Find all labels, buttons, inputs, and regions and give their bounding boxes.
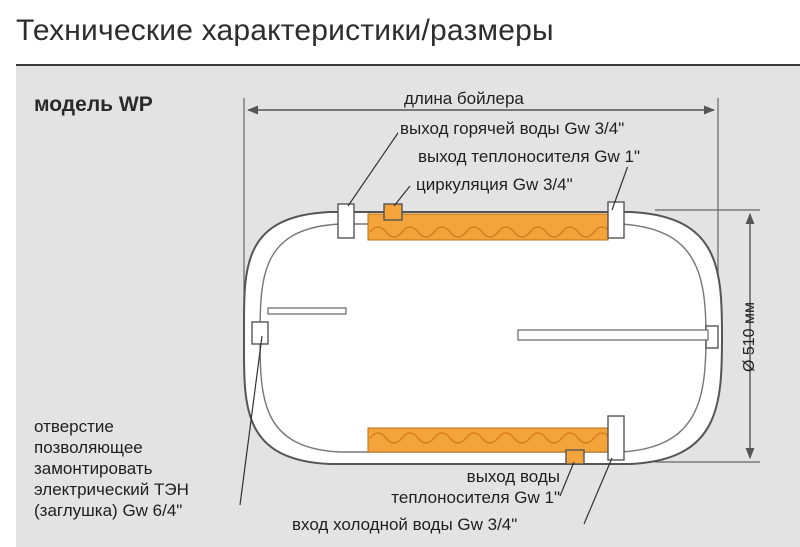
page-title: Технические характеристики/размеры (16, 14, 554, 47)
diameter-label: Ø 510 мм (741, 301, 758, 373)
diameter-dimension (655, 209, 760, 463)
hot-water-fitting (337, 203, 355, 239)
heater-opening-line-3: замонтировать (34, 459, 153, 478)
heater-plug (251, 321, 269, 345)
heater-opening-line-1: отверстие (34, 417, 114, 436)
heater-opening-line-2: позволяющее (34, 438, 143, 457)
title-divider (16, 64, 800, 66)
heater-opening-line-5: (заглушка) Gw 6/4" (34, 501, 183, 520)
cold-water-inlet-label: вход холодной воды Gw 3/4" (292, 515, 518, 534)
sensor-pipe-left (267, 307, 347, 315)
heater-opening-label: отверстие позволяющее замонтировать элек… (34, 416, 244, 521)
circulation-label: циркуляция Gw 3/4" (414, 175, 575, 195)
heating-medium-outlet-top-label: выход теплоносителя Gw 1" (416, 147, 642, 167)
circulation-fitting (383, 203, 403, 221)
heating-outlet-bottom-line-2: теплоносителя Gw 1" (391, 488, 560, 507)
heat-exchanger-top (367, 213, 611, 241)
hot-water-outlet-label: выход горячей воды Gw 3/4" (398, 119, 627, 139)
leader-lines (239, 129, 631, 525)
fittings (251, 201, 719, 465)
heating-medium-outlet-bottom-label: выход воды теплоносителя Gw 1" (345, 466, 560, 508)
boiler-length-label: длина бойлера (404, 89, 524, 108)
length-dimension (243, 98, 719, 300)
heating-outlet-fitting (607, 201, 625, 239)
sensor-pipe-right (517, 329, 709, 341)
heater-opening-line-4: электрический ТЭН (34, 480, 189, 499)
cold-water-fitting (607, 415, 625, 461)
heat-exchanger-bottom (367, 427, 611, 453)
heating-outlet-bottom-line-1: выход воды (466, 467, 560, 486)
model-label: модель WP (34, 93, 153, 116)
heating-return-fitting (565, 449, 585, 465)
